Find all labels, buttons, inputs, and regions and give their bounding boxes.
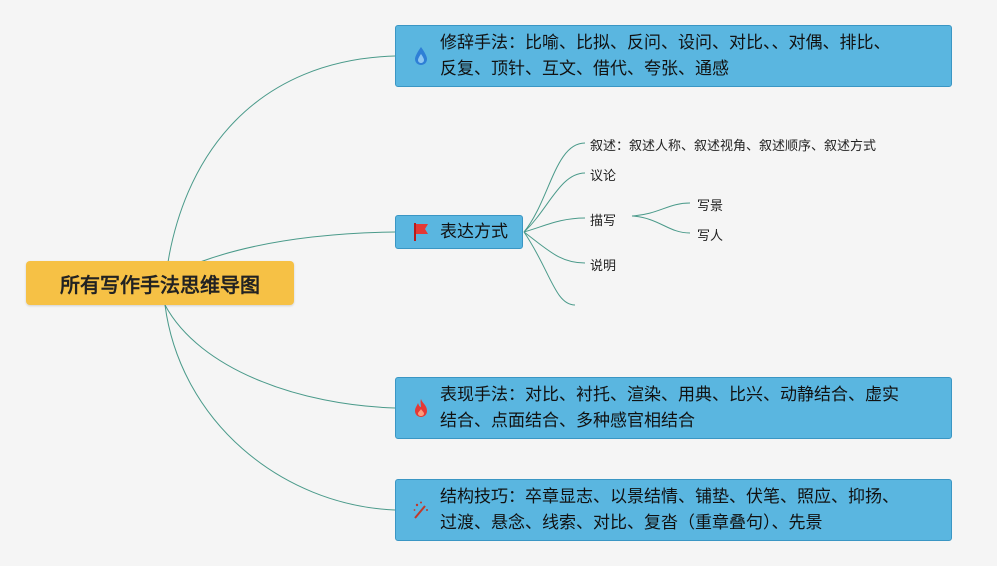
topic-structure[interactable]: 结构技巧：卒章显志、以景结情、铺垫、伏笔、照应、抑扬、 过渡、悬念、线索、对比、… xyxy=(395,479,952,541)
link-root-expression xyxy=(199,231,396,263)
flag-icon xyxy=(410,222,432,242)
topic-structure-label: 结构技巧：卒章显志、以景结情、铺垫、伏笔、照应、抑扬、 过渡、悬念、线索、对比、… xyxy=(440,487,899,533)
leaf-argue[interactable]: 议论 xyxy=(590,169,617,184)
link-root-rhetoric xyxy=(164,55,396,284)
leaf-describe-person[interactable]: 写人 xyxy=(697,229,724,244)
topic-rhetoric[interactable]: 修辞手法：比喻、比拟、反问、设问、对比、、对偶、排比、 反复、顶针、互文、借代、… xyxy=(395,25,952,87)
link-root-structure xyxy=(164,304,396,511)
topic-rhetoric-label: 修辞手法：比喻、比拟、反问、设问、对比、、对偶、排比、 反复、顶针、互文、借代、… xyxy=(440,33,891,79)
leaf-narrate[interactable]: 叙述：叙述人称、叙述视角、叙述顺序、叙述方式 xyxy=(590,139,877,154)
link-expression-explain xyxy=(523,231,586,264)
topic-performance-label: 表现手法：对比、衬托、渲染、用典、比兴、动静结合、虚实 结合、点面结合、多种感官… xyxy=(440,385,899,431)
link-expression-argue xyxy=(523,172,586,233)
leaf-describe-scene[interactable]: 写景 xyxy=(697,199,724,214)
fire-icon xyxy=(410,398,432,418)
root-topic[interactable]: 所有写作手法思维导图 xyxy=(26,261,294,305)
link-expression-empty xyxy=(523,231,576,306)
topic-expression[interactable]: 表达方式 xyxy=(395,215,523,249)
root-topic-label: 所有写作手法思维导图 xyxy=(60,272,260,297)
topic-performance[interactable]: 表现手法：对比、衬托、渲染、用典、比兴、动静结合、虚实 结合、点面结合、多种感官… xyxy=(395,377,952,439)
link-expression-narrate xyxy=(523,142,586,233)
leaf-describe[interactable]: 描写 xyxy=(590,214,617,229)
link-expression-describe xyxy=(523,217,586,233)
water-drop-icon xyxy=(410,46,432,66)
topic-expression-label: 表达方式 xyxy=(440,222,508,242)
leaf-explain[interactable]: 说明 xyxy=(590,259,617,274)
link-describe-person xyxy=(631,215,691,234)
link-root-performance xyxy=(164,304,396,409)
link-describe-scene xyxy=(631,202,691,217)
magic-wand-icon xyxy=(410,500,432,520)
